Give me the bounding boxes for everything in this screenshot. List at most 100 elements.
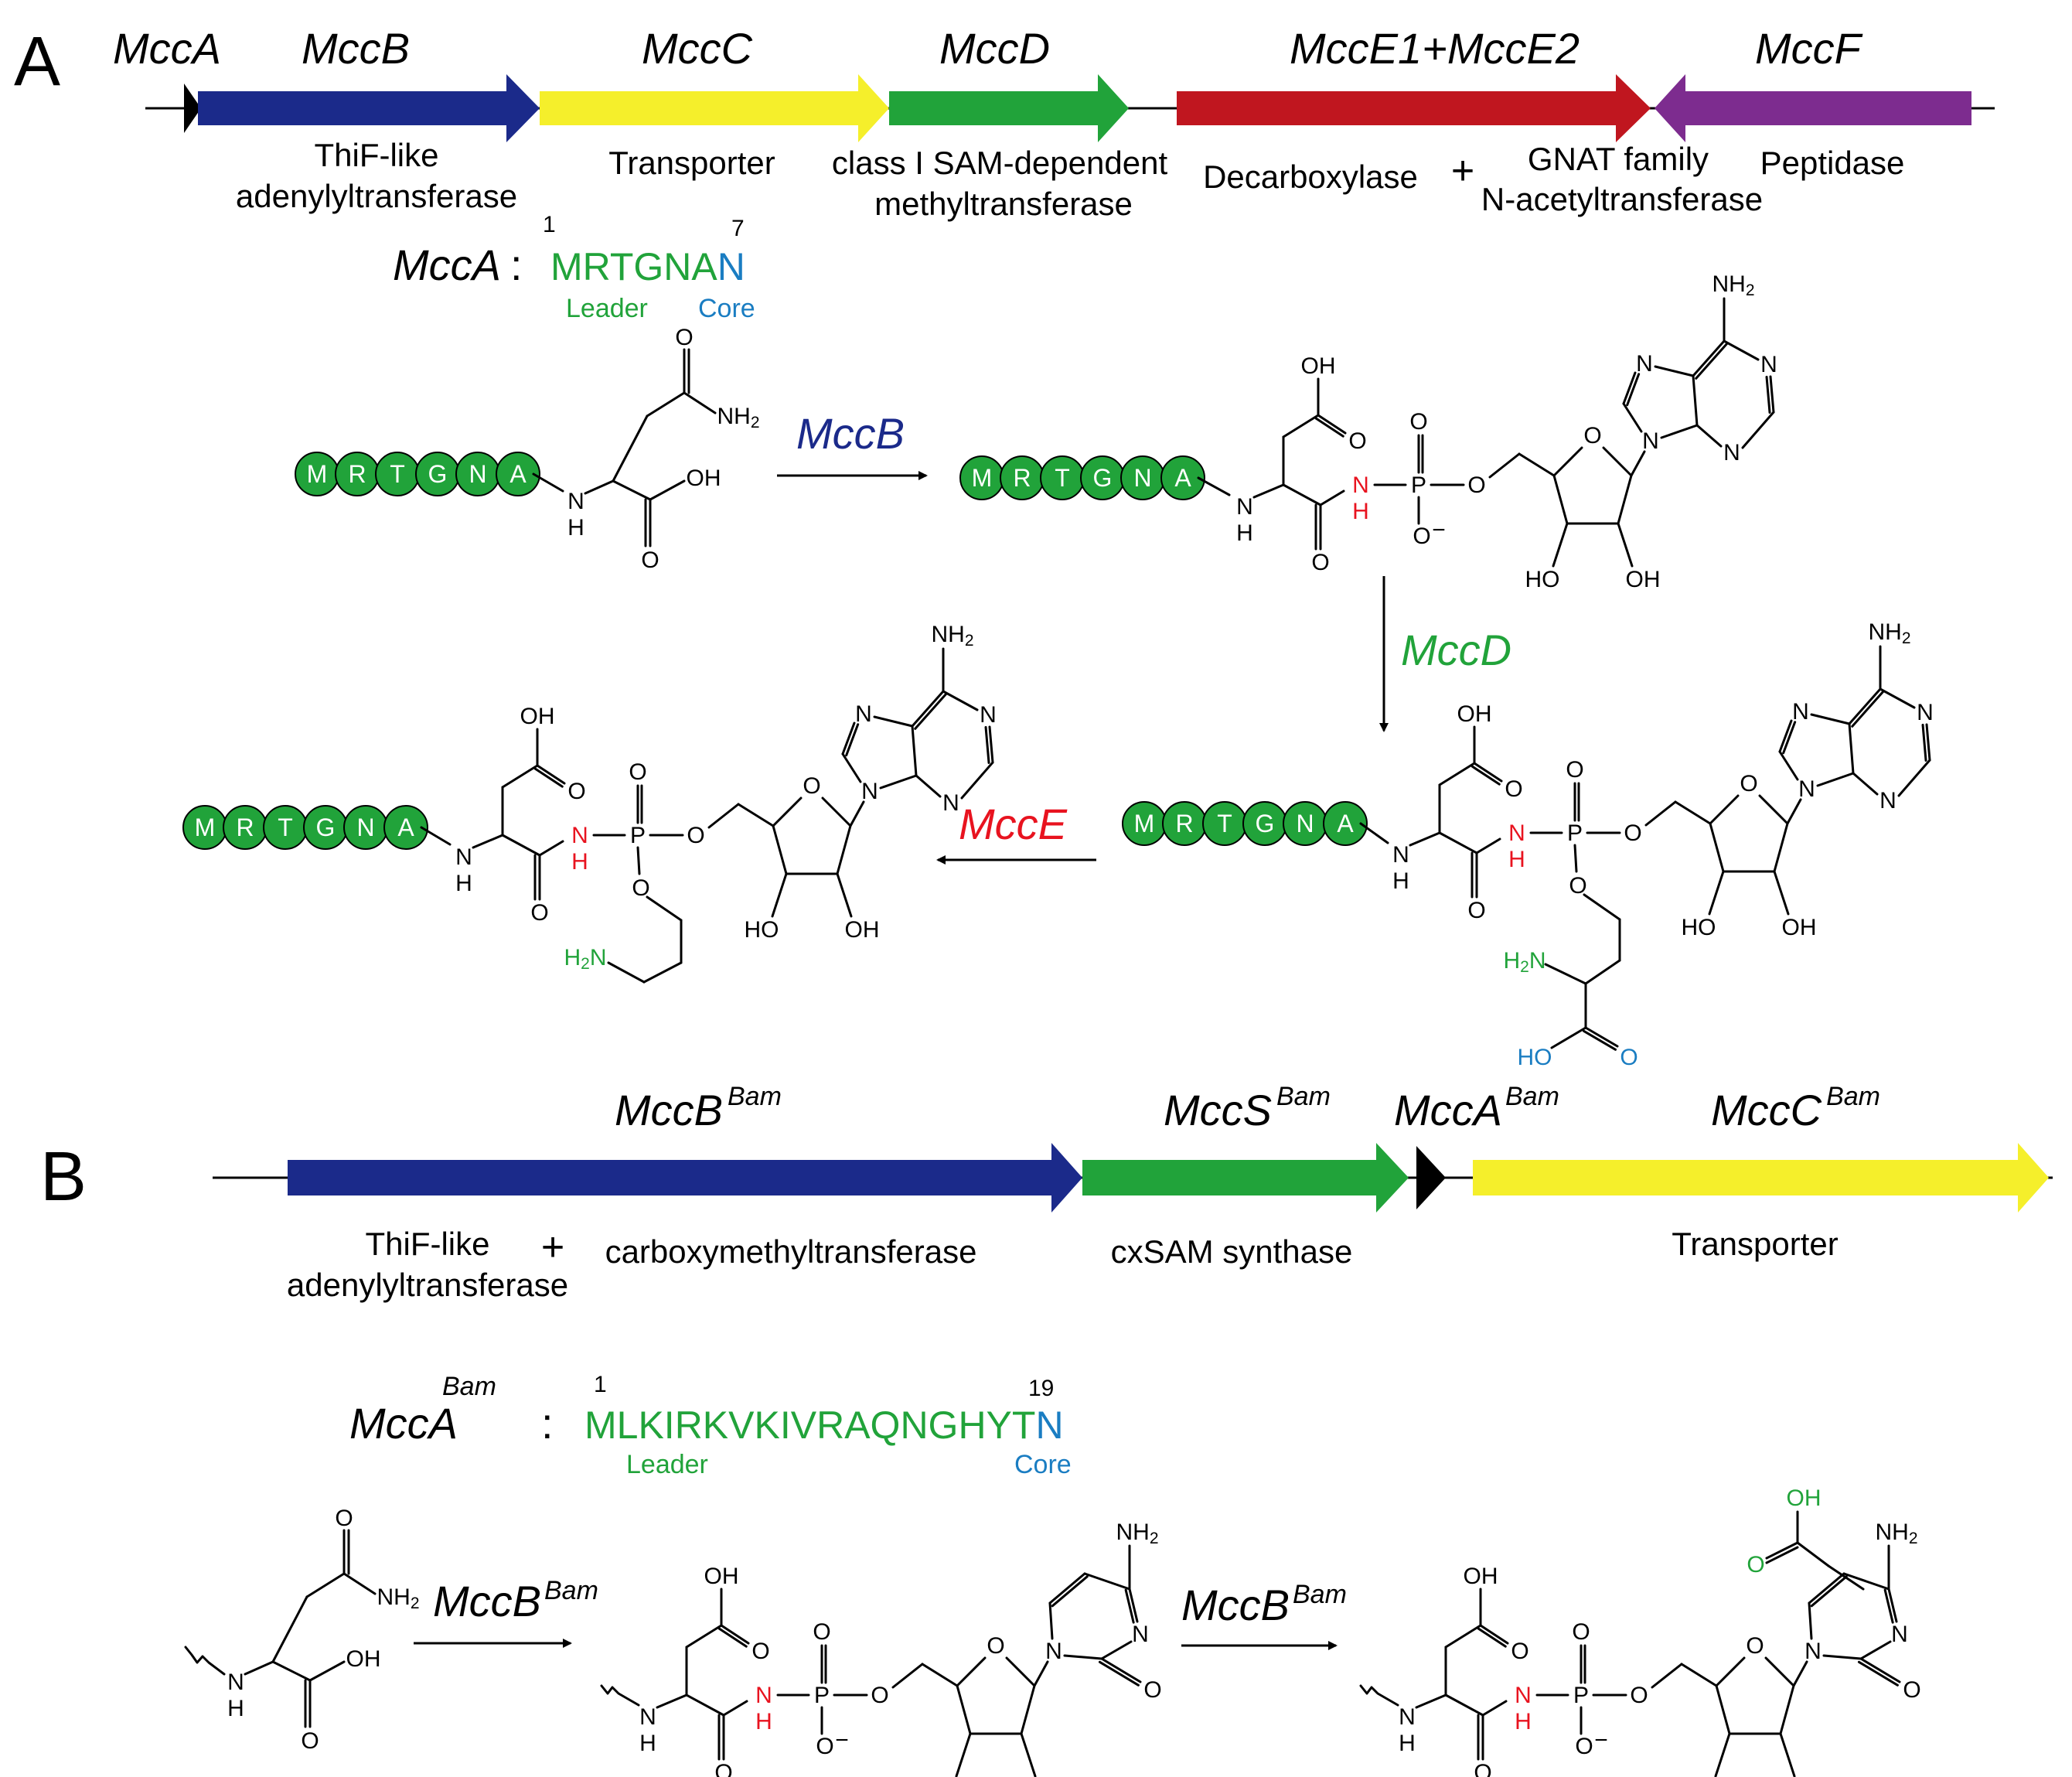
blue-o-label: O <box>1620 1045 1637 1070</box>
bond <box>707 803 740 829</box>
bond <box>1695 424 1723 448</box>
bond <box>1810 1575 1848 1608</box>
bead-letter: T <box>1217 810 1232 837</box>
bond <box>1680 1663 1718 1687</box>
bond <box>1473 762 1503 783</box>
bond <box>1674 800 1712 825</box>
amine-nh2-label: NH2 <box>931 622 973 650</box>
hydrogen-label: H <box>1399 1731 1416 1756</box>
bond <box>915 774 942 798</box>
oxygen-label: O <box>1566 757 1583 783</box>
bond <box>984 725 990 764</box>
bead-letter: R <box>1013 464 1031 492</box>
leader-tag-b: Leader <box>626 1450 708 1479</box>
hydroxyl-label: HO <box>1525 567 1560 592</box>
green-h2n-label: H2N <box>564 945 606 973</box>
hydroxyl-label: OH <box>346 1646 381 1672</box>
bond <box>942 690 979 711</box>
gene-name-mccc: MccC <box>642 24 753 73</box>
oxygen-label: O <box>335 1506 353 1531</box>
bond <box>911 690 945 728</box>
bead-letter: G <box>1093 464 1113 492</box>
hydroxyl-label: OH <box>1301 353 1336 379</box>
bond <box>1816 772 1855 787</box>
bond <box>1851 690 1885 728</box>
bond <box>584 479 615 495</box>
bond <box>772 796 803 827</box>
bond <box>1852 772 1879 796</box>
bond <box>1622 371 1637 405</box>
nitrogen-label: N <box>861 779 878 804</box>
nitrogen-label: N <box>1236 494 1253 520</box>
bond <box>1063 1654 1103 1660</box>
bond <box>1810 713 1851 725</box>
gene-arrow-mcca-bam <box>1416 1146 1446 1209</box>
charge-label: − <box>1432 517 1446 543</box>
oxygen-label: O <box>641 547 659 573</box>
bond <box>914 692 948 730</box>
gene-name-mccd: MccD <box>939 24 1050 73</box>
bond <box>1438 762 1476 786</box>
bond <box>1552 522 1569 568</box>
bond <box>772 796 852 875</box>
bond <box>841 752 862 783</box>
bond <box>1359 1684 1399 1707</box>
bead-letter: R <box>1175 810 1193 837</box>
nitrogen-label: N <box>567 489 584 514</box>
bond <box>879 774 918 790</box>
bond <box>1822 1654 1862 1660</box>
peptide-sequence-b: MLKIRKVKIVRAQNGHYTN <box>584 1404 1064 1447</box>
bond <box>1808 1572 1845 1605</box>
nh-red-hydrogen: H <box>1352 499 1369 524</box>
bond <box>1552 446 1633 525</box>
bond <box>1471 765 1501 786</box>
bond <box>1692 339 1726 377</box>
bond <box>845 723 860 757</box>
peptide-start-b: 1 <box>594 1372 607 1397</box>
bond <box>1573 844 1578 873</box>
bond <box>536 764 566 785</box>
bond <box>1475 837 1501 854</box>
func-mccd-line2: methyltransferase <box>874 186 1133 222</box>
nh-red-hydrogen: H <box>571 849 588 875</box>
nitrogen-label: N <box>1636 351 1653 377</box>
nitrogen-label: N <box>1879 788 1896 813</box>
phosphorus-label: P <box>630 823 646 848</box>
gene-name-mcce: MccE1+MccE2 <box>1290 24 1580 73</box>
bond <box>1252 483 1285 499</box>
bond <box>1709 794 1789 873</box>
bond <box>646 391 686 418</box>
bond <box>1617 522 1634 568</box>
oxygen-label: O <box>1467 898 1485 923</box>
nitrogen-label: N <box>1132 1622 1149 1647</box>
amine-nh2-label: NH2 <box>1868 619 1910 647</box>
gene-name-mcca: MccA <box>113 24 221 73</box>
amine-nh2-label: NH2 <box>1116 1519 1158 1547</box>
bond <box>305 1572 346 1598</box>
bond <box>1644 800 1677 827</box>
bond <box>1715 1656 1795 1735</box>
bead-letter: M <box>195 813 216 841</box>
gene-arrow-mccc-bam <box>1473 1143 2049 1213</box>
carboxymethyl-bond <box>1796 1541 1830 1567</box>
func-mccc-bam: Transporter <box>1672 1226 1839 1262</box>
bond <box>1660 424 1699 439</box>
bond <box>420 826 452 846</box>
carboxymethyl-oh: OH <box>1787 1485 1822 1511</box>
bond <box>685 1693 725 1717</box>
peptide-colon-a: : <box>510 240 523 289</box>
core-tag-a: Core <box>698 294 755 323</box>
oxygen-label: O <box>816 1734 833 1759</box>
amide-nh2-label: NH2 <box>377 1584 419 1612</box>
bead-letter: A <box>1174 464 1191 492</box>
hydroxyl-label: OH <box>1782 915 1817 940</box>
gene-arrow-mccf <box>1655 74 1971 142</box>
hydroxyl-label: OH <box>704 1564 739 1589</box>
bond <box>1415 1693 1447 1709</box>
nh-red-label: N <box>1515 1683 1532 1708</box>
gene-name-mccb: MccB <box>302 24 410 73</box>
hydroxyl-label: HO <box>745 917 779 943</box>
charge-label: − <box>1594 1728 1608 1753</box>
green-bond <box>607 961 646 984</box>
